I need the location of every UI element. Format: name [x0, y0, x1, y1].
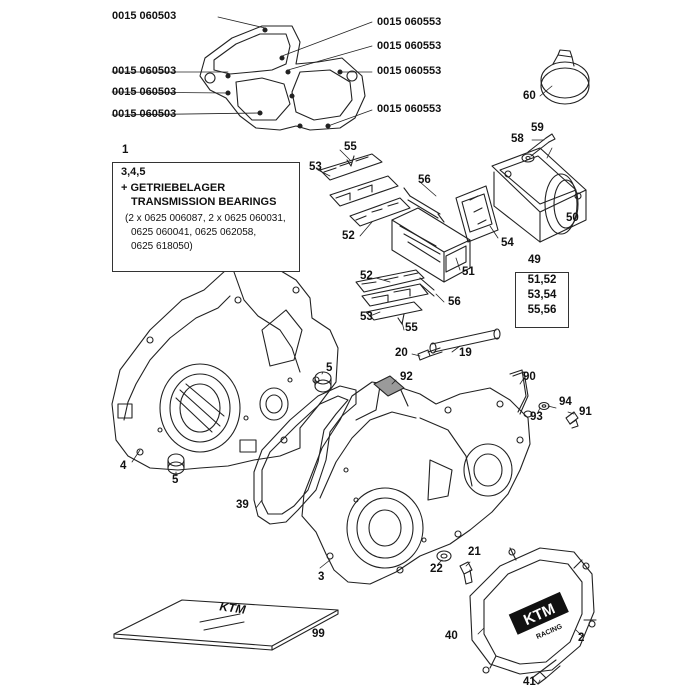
manual-logo: KTM	[219, 599, 248, 617]
kit-line-en: TRANSMISSION BEARINGS	[131, 196, 277, 208]
part-label-3: 3	[318, 571, 325, 583]
reed-group-row: 55,56	[527, 304, 557, 316]
part-label-20: 20	[395, 347, 408, 359]
reed-petals-lower	[355, 269, 435, 325]
gasket-part-number: 0015 060503	[112, 108, 177, 120]
part-label-60: 60	[523, 90, 536, 102]
part-label-39: 39	[236, 499, 249, 511]
right-crankcase-half	[301, 381, 531, 585]
part-label-55: 55	[344, 141, 357, 153]
kit-line-de: + GETRIEBELAGER	[121, 182, 226, 194]
part-label-19: 19	[459, 347, 472, 359]
part-label-92: 92	[400, 371, 413, 383]
svg-text:RACING: RACING	[535, 623, 564, 641]
gasket-part-number: 0015 060503	[112, 65, 177, 77]
part-label-56: 56	[448, 296, 461, 308]
reed-cage	[391, 187, 471, 283]
reed-group-number: 49	[528, 254, 541, 266]
part-leader-lines	[131, 85, 583, 685]
kit-part-list: 0625 618050)	[131, 241, 193, 252]
owners-manual	[113, 599, 339, 651]
part-label-99: 99	[312, 628, 325, 640]
part-label-52: 52	[360, 270, 373, 282]
part-label-54: 54	[501, 237, 514, 249]
reed-group-row: 53,54	[527, 289, 557, 301]
intake-flange	[491, 147, 587, 243]
kit-parts: 3,4,5	[121, 166, 146, 178]
gasket-part-number: 0015 060553	[377, 40, 442, 52]
hose-clamp	[540, 49, 590, 105]
part-label-59: 59	[531, 122, 544, 134]
part-label-22: 22	[430, 563, 443, 575]
part-label-21: 21	[468, 546, 481, 558]
part-label-90: 90	[523, 371, 536, 383]
gasket-part-number: 0015 060503	[112, 10, 177, 22]
part-label-55: 55	[405, 322, 418, 334]
part-label-50: 50	[566, 212, 579, 224]
ktm-cover-logo: KTM RACING	[508, 591, 569, 641]
bearing-lower	[167, 453, 185, 475]
part-label-53: 53	[309, 161, 322, 173]
small-plate	[373, 375, 405, 397]
reed-group-box: 51,52 53,54 55,56	[515, 272, 569, 328]
cylinder-base-gasket	[199, 25, 366, 131]
part-label-53: 53	[360, 311, 373, 323]
gasket-part-number: 0015 060553	[377, 103, 442, 115]
reed-group-row: 51,52	[527, 274, 557, 286]
part-label-93: 93	[530, 411, 543, 423]
reed-petals-upper	[319, 153, 411, 227]
kit-info-box: 3,4,5 + GETRIEBELAGER TRANSMISSION BEARI…	[112, 162, 300, 272]
screw-and-hose	[417, 328, 501, 361]
part-label-51: 51	[462, 266, 475, 278]
gasket-leader-lines	[111, 16, 373, 127]
kit-part-list: 0625 060041, 0625 062058,	[131, 227, 257, 238]
part-label-2: 2	[578, 632, 585, 644]
part-label-40: 40	[445, 630, 458, 642]
left-crankcase-half	[111, 261, 339, 471]
svg-text:KTM: KTM	[219, 599, 248, 617]
reed-spacer	[455, 185, 499, 243]
cover-bolt	[531, 659, 561, 685]
part-label-5: 5	[326, 362, 333, 374]
part-label-52: 52	[342, 230, 355, 242]
drain-plug-washer	[436, 550, 473, 585]
gasket-part-number: 0015 060503	[112, 86, 177, 98]
part-label-4: 4	[120, 460, 127, 472]
kit-number: 1	[122, 144, 129, 156]
part-label-56: 56	[418, 174, 431, 186]
kit-part-list: (2 x 0625 006087, 2 x 0625 060031,	[125, 213, 286, 224]
bolt-washer	[521, 133, 556, 163]
bearing-upper	[314, 371, 332, 393]
part-label-94: 94	[559, 396, 572, 408]
logo-group: KTM RACING KTM	[219, 591, 569, 641]
gasket-part-number: 0015 060553	[377, 65, 442, 77]
part-label-41: 41	[523, 676, 536, 688]
ignition-cover	[469, 547, 597, 675]
gasket-part-number: 0015 060553	[377, 16, 442, 28]
crankcase-gasket	[253, 385, 357, 525]
part-label-91: 91	[579, 406, 592, 418]
part-label-58: 58	[511, 133, 524, 145]
shift-rod	[509, 369, 529, 415]
part-label-5: 5	[172, 474, 179, 486]
